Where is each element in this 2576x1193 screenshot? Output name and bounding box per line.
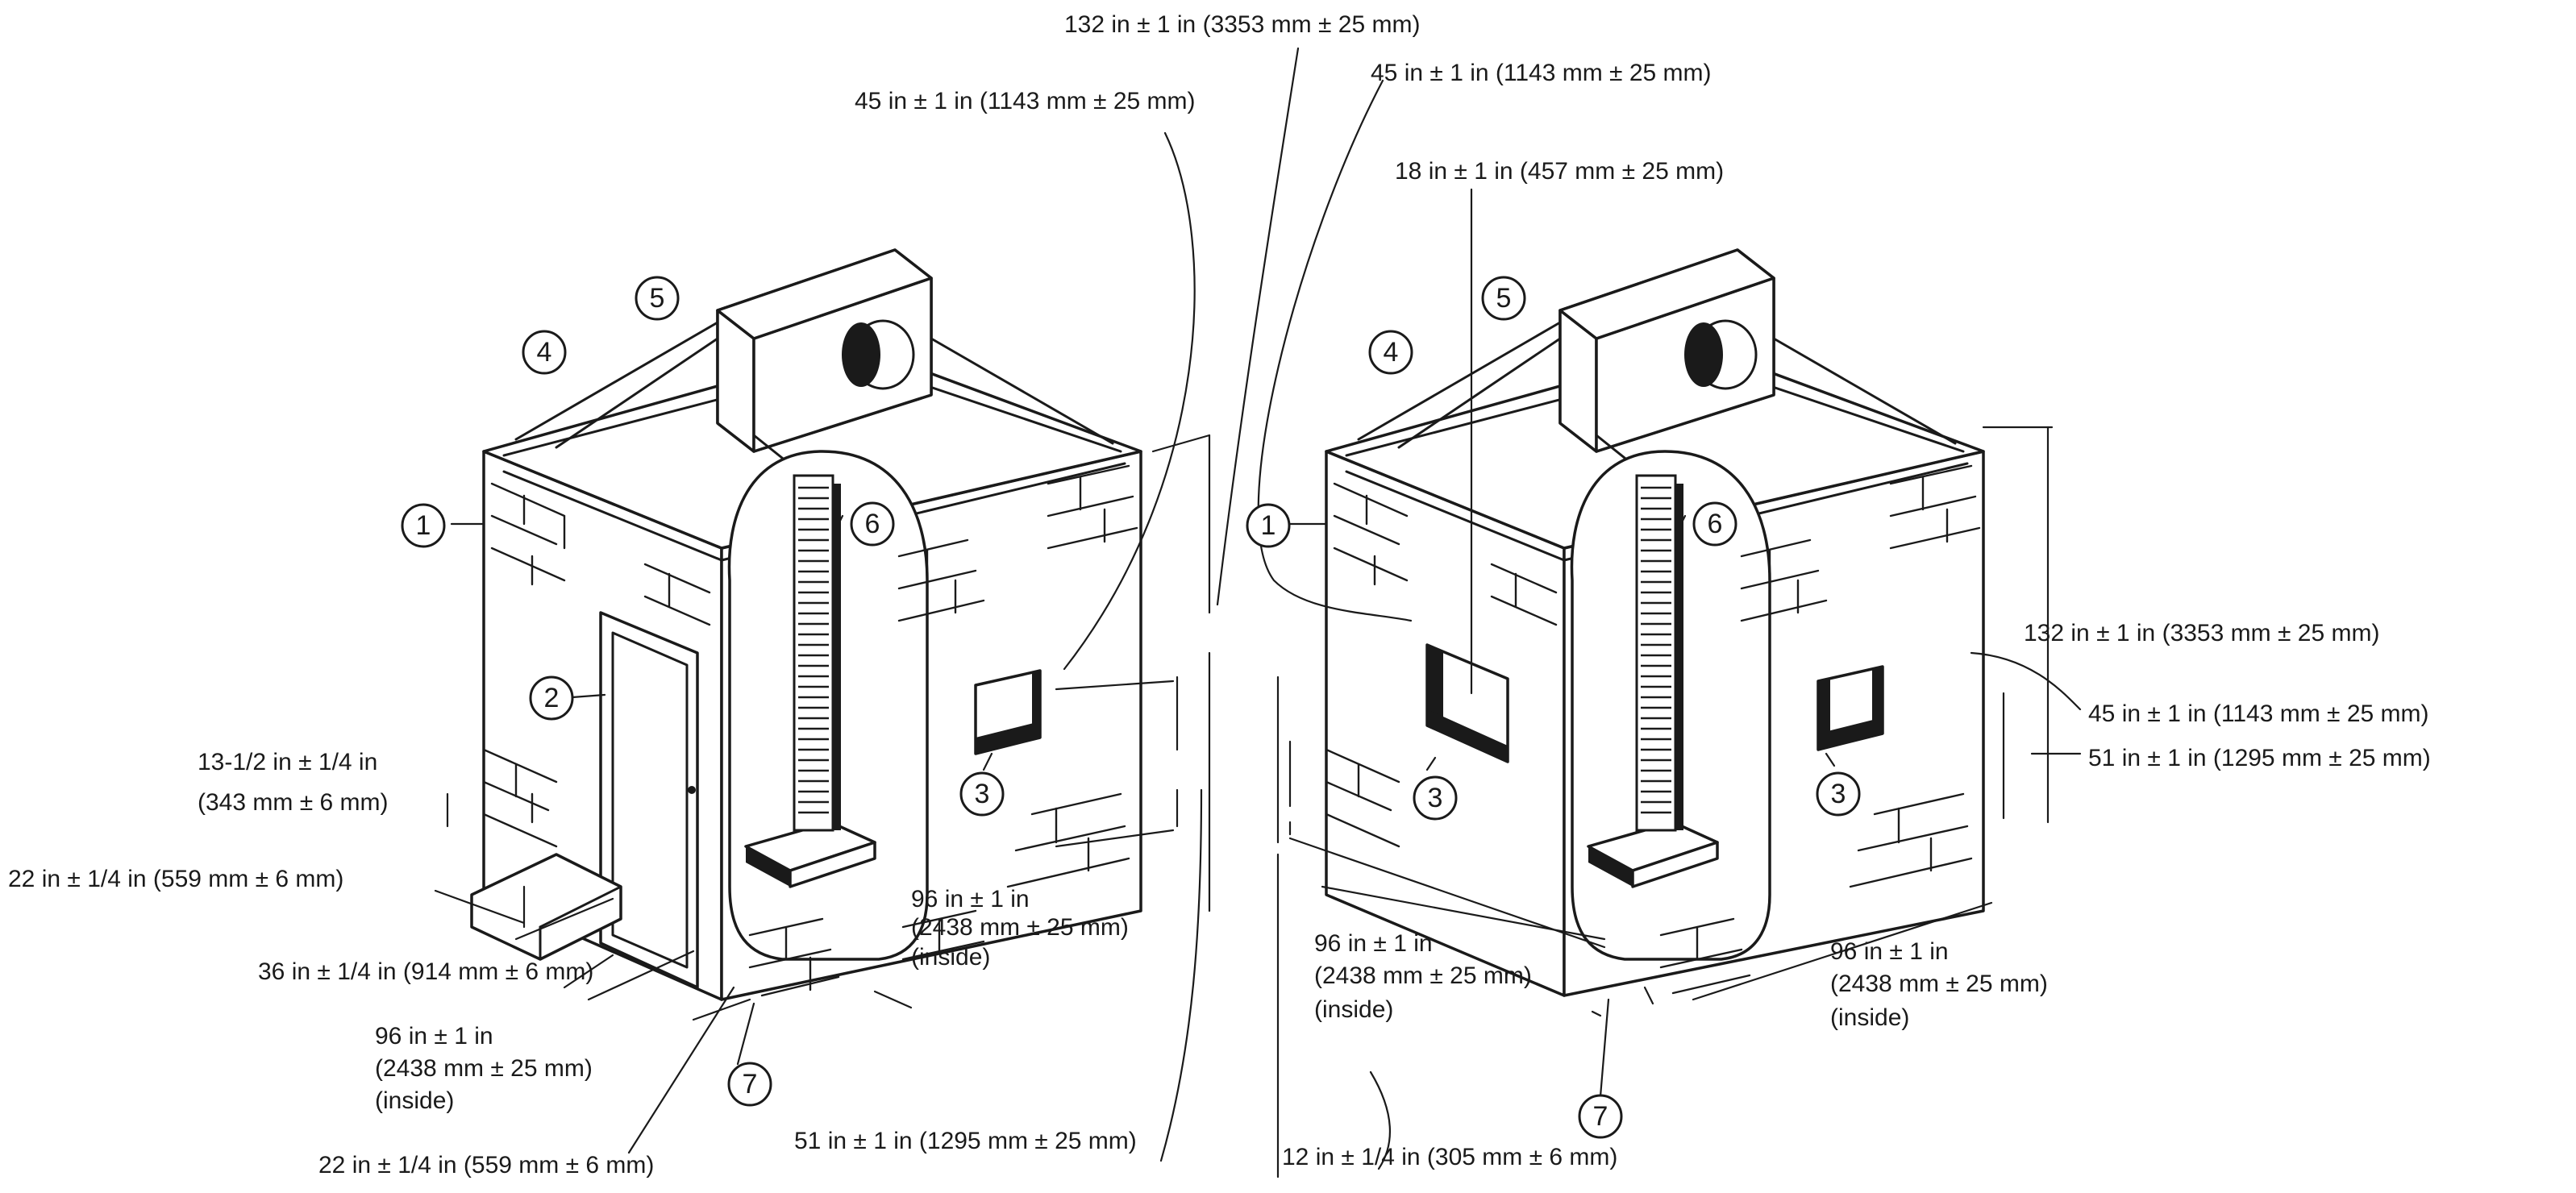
dim-right-side-51: 51 in ± 1 in (1295 mm ± 25 mm) (2088, 745, 2431, 771)
svg-text:4: 4 (537, 337, 552, 368)
dim-right-front-96-l3: (inside) (1314, 996, 1393, 1023)
left-door (599, 611, 699, 989)
right-enclosure (1325, 248, 1985, 997)
left-enclosure (470, 248, 1142, 1001)
dim-top-132: 132 in ± 1 in (3353 mm ± 25 mm) (1064, 11, 1420, 38)
left-front-bricks (482, 482, 711, 848)
right-front-opening (1425, 643, 1509, 763)
right-side-bricks (1659, 464, 1981, 995)
left-specimen-panel (793, 474, 841, 832)
dim-left-bottom-22: 22 in ± 1/4 in (559 mm ± 6 mm) (318, 1152, 654, 1178)
callouts: 1 2 3 4 5 6 7 1 3 3 4 5 6 7 (401, 276, 1861, 1139)
dim-right-side-45: 45 in ± 1 in (1143 mm ± 25 mm) (2088, 700, 2429, 727)
dim-bottom-12: 12 in ± 1/4 in (305 mm ± 6 mm) (1282, 1144, 1617, 1170)
right-side-opening (1817, 665, 1884, 751)
dim-left-center-96-l3: (inside) (911, 944, 990, 971)
left-callout-4: 4 (522, 330, 567, 375)
svg-text:1: 1 (1261, 510, 1276, 541)
right-callout-3a: 3 (1413, 775, 1458, 821)
svg-text:3: 3 (1428, 783, 1443, 813)
dim-right-side-96-l3: (inside) (1830, 1004, 1909, 1031)
right-callout-7: 7 (1578, 1094, 1623, 1139)
left-callout-6: 6 (850, 501, 895, 547)
dim-right-top-18: 18 in ± 1 in (457 mm ± 25 mm) (1395, 158, 1724, 185)
left-callout-1: 1 (401, 503, 446, 548)
dim-left-top-45: 45 in ± 1 in (1143 mm ± 25 mm) (855, 88, 1196, 114)
dim-left-bottom-51: 51 in ± 1 in (1295 mm ± 25 mm) (794, 1128, 1137, 1154)
dim-right-top-45: 45 in ± 1 in (1143 mm ± 25 mm) (1371, 60, 1712, 86)
svg-text:5: 5 (1496, 283, 1512, 314)
dim-left-center-96-l1: 96 in ± 1 in (911, 886, 1030, 912)
svg-text:4: 4 (1384, 337, 1399, 368)
dim-right-side-96-l2: (2438 mm ± 25 mm) (1830, 971, 2048, 997)
left-side-bricks (748, 464, 1138, 997)
dim-step-height-l1: 13-1/2 in ± 1/4 in (198, 749, 377, 775)
left-callout-5: 5 (635, 276, 680, 321)
leader-lines (434, 47, 2082, 1178)
dim-right-side-132: 132 in ± 1 in (3353 mm ± 25 mm) (2024, 620, 2379, 646)
dim-step-height-l2: (343 mm ± 6 mm) (198, 789, 388, 816)
left-cutaway (727, 450, 929, 961)
svg-text:3: 3 (975, 779, 990, 809)
left-callout-7: 7 (727, 1062, 772, 1107)
right-callout-4: 4 (1368, 330, 1413, 375)
dim-left-inside-l1: 96 in ± 1 in (375, 1023, 493, 1050)
svg-text:6: 6 (1708, 509, 1723, 539)
left-step (470, 853, 622, 961)
dim-step-depth: 22 in ± 1/4 in (559 mm ± 6 mm) (8, 866, 343, 892)
right-callout-3b: 3 (1816, 771, 1861, 817)
dim-left-inside-l2: (2438 mm ± 25 mm) (375, 1055, 593, 1082)
dim-door-width: 36 in ± 1/4 in (914 mm ± 6 mm) (258, 958, 593, 985)
svg-text:7: 7 (743, 1069, 758, 1099)
dim-right-front-96-l2: (2438 mm ± 25 mm) (1314, 962, 1532, 989)
right-front-bricks (1325, 482, 1558, 848)
dim-right-side-96-l1: 96 in ± 1 in (1830, 938, 1949, 965)
svg-text:2: 2 (544, 683, 560, 713)
svg-text:6: 6 (865, 509, 880, 539)
left-opening (974, 669, 1042, 755)
svg-text:1: 1 (416, 510, 431, 541)
right-callout-1: 1 (1246, 503, 1291, 548)
svg-text:7: 7 (1593, 1101, 1608, 1132)
right-specimen-panel (1635, 474, 1683, 832)
left-callout-3: 3 (959, 771, 1005, 817)
left-exhaust-hood (514, 248, 1114, 485)
dim-right-front-96-l1: 96 in ± 1 in (1314, 930, 1433, 957)
dim-left-inside-l3: (inside) (375, 1087, 454, 1114)
dim-left-center-96-l2: (2438 mm ± 25 mm) (911, 914, 1129, 941)
svg-text:3: 3 (1831, 779, 1846, 809)
right-cutaway (1570, 450, 1771, 961)
right-callout-5: 5 (1481, 276, 1526, 321)
dimension-labels: 132 in ± 1 in (3353 mm ± 25 mm) 45 in ± … (8, 11, 2431, 1178)
svg-text:5: 5 (650, 283, 665, 314)
right-callout-6: 6 (1692, 501, 1737, 547)
left-callout-2: 2 (529, 675, 574, 721)
